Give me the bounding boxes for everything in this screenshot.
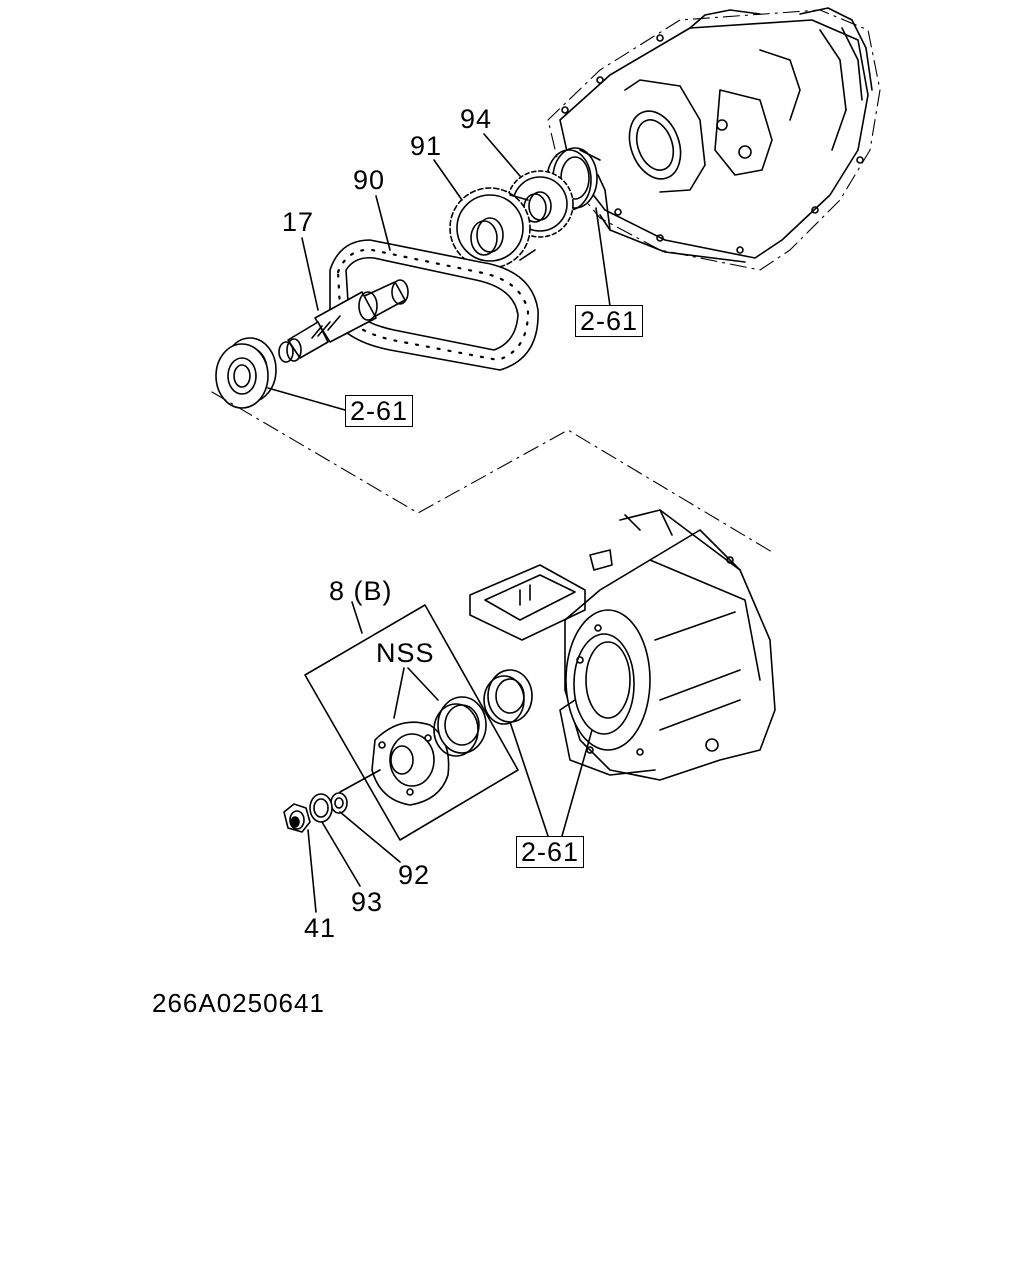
washer-92 [330,792,348,814]
callout-17: 17 [282,207,315,237]
lower-case-housing [469,509,776,781]
gear-91 [449,187,536,269]
callout-93: 93 [351,887,384,917]
reference-2-61-lower: 2-61 [516,836,585,868]
callout-8b: 8 (B) [329,576,393,606]
callout-41: 41 [304,913,337,943]
reference-2-61-upper-left: 2-61 [345,395,414,427]
reference-2-61-upper-right: 2-61 [575,305,644,337]
callout-92: 92 [398,860,431,890]
nss-label: NSS [376,638,435,668]
dust-ring [433,696,487,757]
oil-seal [483,669,533,725]
leader-lines [267,133,611,913]
callout-91: 91 [410,131,443,161]
document-id: 266A0250641 [152,988,325,1018]
nut-41 [283,803,311,833]
nss-box [304,604,519,841]
callout-94: 94 [460,104,493,134]
assembly-line [211,391,773,553]
left-bearing [215,337,277,409]
o-ring-93 [309,793,333,823]
callout-90: 90 [353,165,386,195]
upper-case-housing [547,7,881,271]
companion-flange [371,721,450,806]
drive-chain-90 [329,239,539,371]
output-shaft-17 [278,279,409,363]
